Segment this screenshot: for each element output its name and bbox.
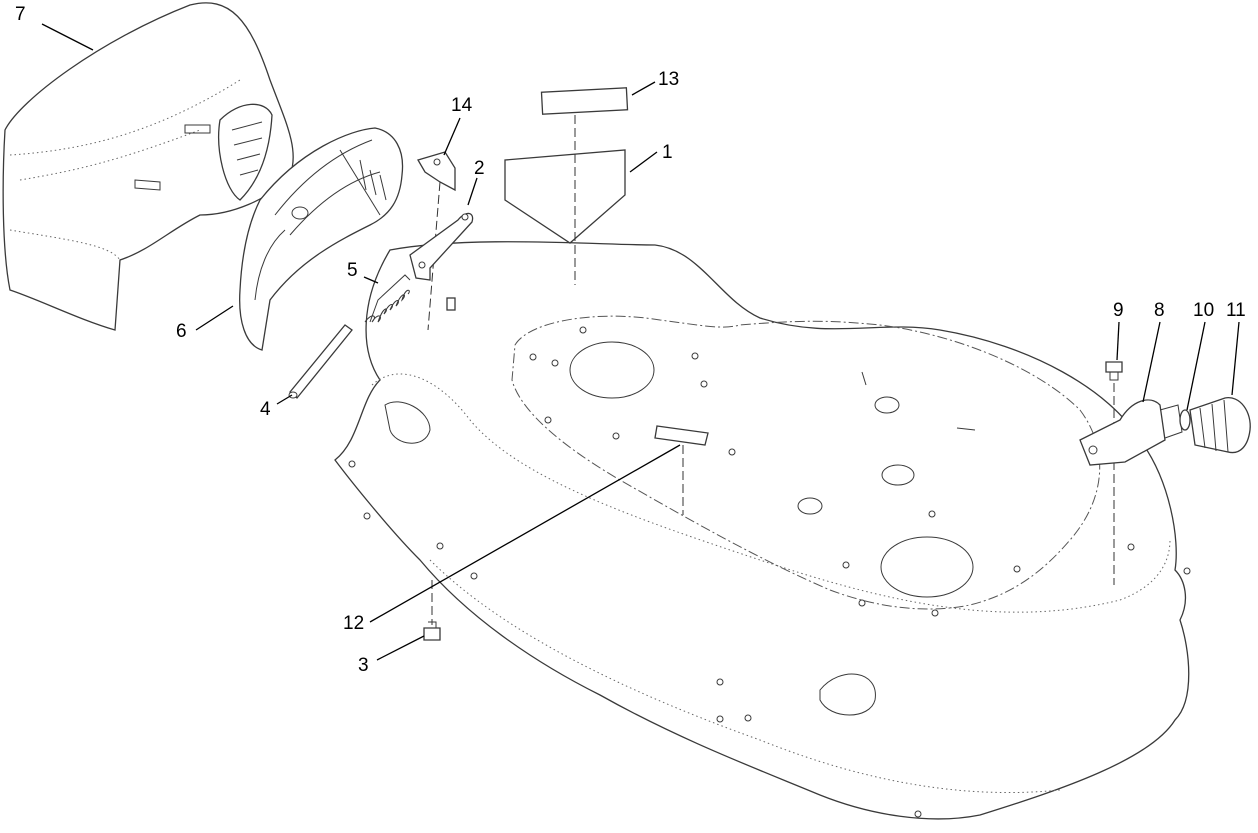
leader-12 [369,444,681,623]
callout-7: 7 [15,4,26,25]
callout-1: 1 [662,142,673,163]
leader-7 [41,23,94,51]
part-2-lever [409,212,474,311]
leader-13 [631,81,656,96]
part-3-bolt [423,580,441,641]
part-4-rod [288,324,353,399]
callout-8: 8 [1154,300,1165,321]
leader-4 [276,394,293,405]
callout-5: 5 [347,260,358,281]
part-13-decal [540,87,629,115]
leader-2 [467,177,478,206]
mower-deck [334,241,1191,820]
callout-6: 6 [176,321,187,342]
part-10-washer [1179,409,1191,431]
leader-10 [1186,321,1206,411]
leader-14 [443,117,461,156]
callout-3: 3 [358,655,369,676]
leader-6 [195,305,234,331]
callout-12: 12 [343,613,365,634]
part-11-cap [1189,397,1251,454]
leader-5 [363,276,379,284]
part-7-rear-cover [2,2,294,331]
leader-3 [376,635,425,661]
callout-11: 11 [1226,300,1246,321]
leader-9 [1116,321,1120,361]
callout-14: 14 [451,95,473,116]
leader-8 [1142,321,1161,403]
part-9-bolt [1105,361,1123,585]
part-1-decal [504,115,626,285]
part-5-spring [364,274,411,323]
leader-lines [41,23,1240,661]
part-12-decal [654,425,709,515]
callout-4: 4 [260,399,271,420]
leader-11 [1231,321,1240,396]
callout-9: 9 [1113,300,1124,321]
callout-10: 10 [1193,300,1215,321]
leader-1 [629,151,658,173]
callout-13: 13 [658,69,680,90]
part-6-deflector [239,127,404,351]
callout-2: 2 [474,158,485,179]
